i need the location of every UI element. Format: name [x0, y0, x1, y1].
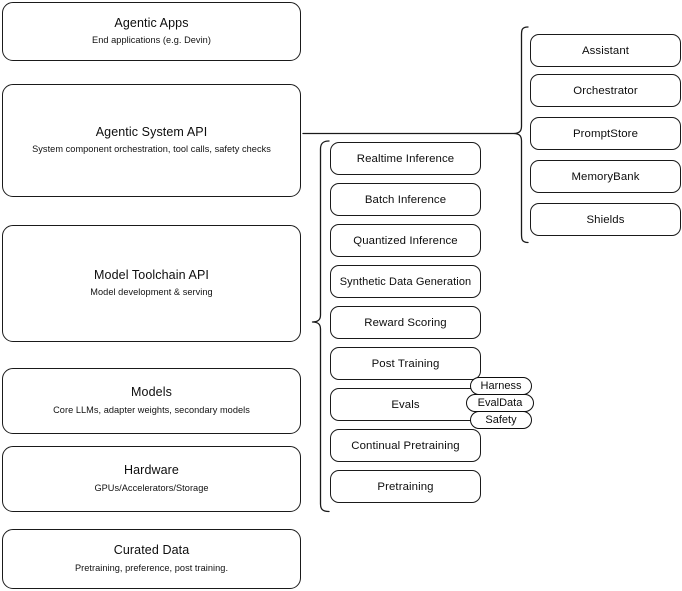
layer-title: Curated Data	[113, 543, 190, 558]
layer-subtitle: Core LLMs, adapter weights, secondary mo…	[53, 404, 250, 415]
toolchain-item-pretraining[interactable]: Pretraining	[330, 470, 481, 503]
system-item-promptstore[interactable]: PromptStore	[530, 117, 681, 150]
layer-subtitle: System component orchestration, tool cal…	[32, 144, 271, 155]
layer-title: Agentic Apps	[114, 15, 189, 30]
layer-title: Agentic System API	[95, 124, 208, 139]
layer-hardware[interactable]: Hardware GPUs/Accelerators/Storage	[2, 446, 301, 512]
eval-pill-safety[interactable]: Safety	[470, 411, 532, 429]
layer-model-toolchain-api[interactable]: Model Toolchain API Model development & …	[2, 225, 301, 342]
system-item-assistant[interactable]: Assistant	[530, 34, 681, 67]
toolchain-item-evals[interactable]: Evals	[330, 388, 481, 421]
toolchain-item-synthetic-data-generation[interactable]: Synthetic Data Generation	[330, 265, 481, 298]
layer-title: Models	[131, 385, 172, 400]
eval-pill-evaldata[interactable]: EvalData	[466, 394, 534, 412]
layer-subtitle: End applications (e.g. Devin)	[92, 35, 211, 46]
toolchain-item-batch-inference[interactable]: Batch Inference	[330, 183, 481, 216]
layer-subtitle: Model development & serving	[90, 287, 213, 298]
layer-models[interactable]: Models Core LLMs, adapter weights, secon…	[2, 368, 301, 434]
toolchain-item-quantized-inference[interactable]: Quantized Inference	[330, 224, 481, 257]
system-item-shields[interactable]: Shields	[530, 203, 681, 236]
system-item-orchestrator[interactable]: Orchestrator	[530, 74, 681, 107]
layer-curated-data[interactable]: Curated Data Pretraining, preference, po…	[2, 529, 301, 589]
layer-subtitle: Pretraining, preference, post training.	[74, 562, 229, 573]
eval-pill-harness[interactable]: Harness	[470, 377, 532, 395]
layer-agentic-system-api[interactable]: Agentic System API System component orch…	[2, 84, 301, 197]
brace-model-toolchain-api	[311, 140, 330, 513]
brace-agentic-system-api	[512, 26, 529, 244]
layer-agentic-apps[interactable]: Agentic Apps End applications (e.g. Devi…	[2, 2, 301, 61]
toolchain-item-reward-scoring[interactable]: Reward Scoring	[330, 306, 481, 339]
layer-title: Hardware	[124, 463, 179, 478]
layer-title: Model Toolchain API	[94, 267, 209, 282]
system-item-memorybank[interactable]: MemoryBank	[530, 160, 681, 193]
layer-subtitle: GPUs/Accelerators/Storage	[94, 482, 209, 493]
toolchain-item-realtime-inference[interactable]: Realtime Inference	[330, 142, 481, 175]
toolchain-item-post-training[interactable]: Post Training	[330, 347, 481, 380]
toolchain-item-continual-pretraining[interactable]: Continual Pretraining	[330, 429, 481, 462]
